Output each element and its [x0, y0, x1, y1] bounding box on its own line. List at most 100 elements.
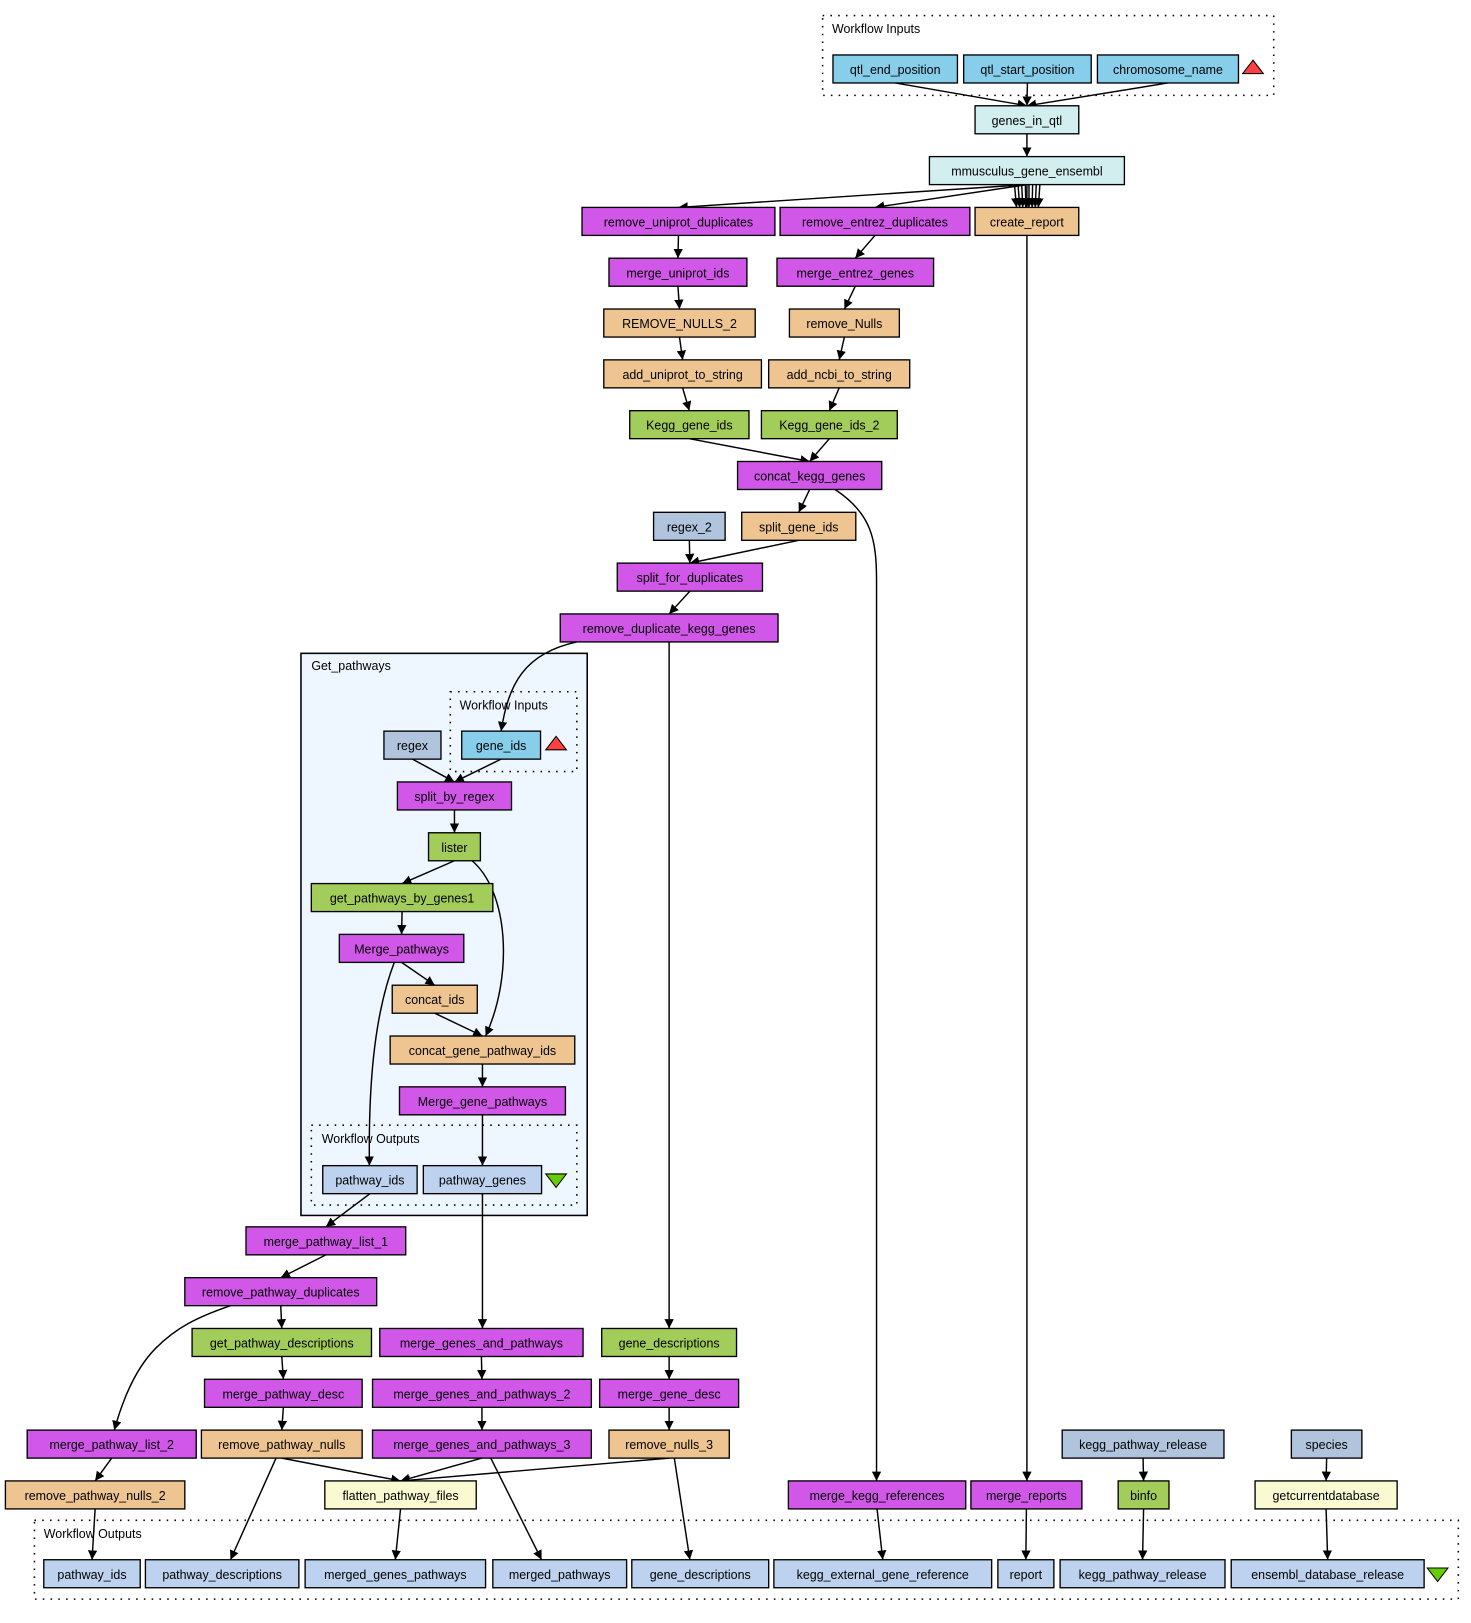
- node-box[interactable]: [26, 1429, 197, 1459]
- node-regex[interactable]: regex: [383, 730, 442, 760]
- node-box[interactable]: [383, 730, 442, 760]
- node-box[interactable]: [603, 308, 756, 338]
- node-out-gene-descriptions[interactable]: gene_descriptions: [631, 1559, 770, 1589]
- node-box[interactable]: [338, 933, 465, 964]
- node-qtl-end-position[interactable]: qtl_end_position: [832, 54, 959, 84]
- node-qtl-start-position[interactable]: qtl_start_position: [962, 54, 1092, 84]
- node-remove-duplicate-kegg-genes[interactable]: remove_duplicate_kegg_genes: [559, 613, 779, 643]
- node-box[interactable]: [1059, 1559, 1226, 1589]
- node-box[interactable]: [631, 1559, 770, 1589]
- node-out-report[interactable]: report: [997, 1559, 1055, 1589]
- node-box[interactable]: [970, 1480, 1083, 1510]
- node-merge-genes-and-pathways-2[interactable]: merge_genes_and_pathways_2: [371, 1378, 593, 1408]
- node-gene-ids[interactable]: gene_ids: [461, 730, 542, 760]
- node-merge-pathway-list-1[interactable]: merge_pathway_list_1: [245, 1226, 407, 1256]
- node-box[interactable]: [43, 1559, 141, 1589]
- node-box[interactable]: [581, 206, 776, 237]
- node-box[interactable]: [245, 1226, 407, 1256]
- node-box[interactable]: [191, 1327, 373, 1358]
- node-box[interactable]: [768, 359, 911, 389]
- node-box[interactable]: [203, 1378, 363, 1408]
- node-box[interactable]: [832, 54, 959, 84]
- node-box[interactable]: [736, 460, 883, 491]
- node-create-report[interactable]: create_report: [974, 206, 1080, 237]
- node-remove-nulls[interactable]: remove_Nulls: [788, 308, 901, 338]
- node-kegg-gene-ids[interactable]: Kegg_gene_ids: [629, 410, 750, 440]
- node-merge-pathway-list-2[interactable]: merge_pathway_list_2: [26, 1429, 197, 1459]
- node-remove-entrez-duplicates[interactable]: remove_entrez_duplicates: [779, 206, 971, 237]
- node-box[interactable]: [1061, 1429, 1225, 1459]
- node-concat-kegg-genes[interactable]: concat_kegg_genes: [736, 460, 883, 491]
- node-box[interactable]: [371, 1429, 593, 1459]
- node-split-by-regex[interactable]: split_by_regex: [396, 781, 513, 811]
- node-regex-2[interactable]: regex_2: [652, 511, 726, 541]
- node-box[interactable]: [776, 257, 935, 287]
- node-merge-gene-pathways[interactable]: Merge_gene_pathways: [398, 1086, 567, 1116]
- node-box[interactable]: [608, 257, 748, 287]
- node-sub-pathway-genes[interactable]: pathway_genes: [422, 1164, 543, 1195]
- node-split-for-duplicates[interactable]: split_for_duplicates: [616, 562, 764, 592]
- node-box[interactable]: [184, 1276, 378, 1307]
- node-get-pathways-by-genes1[interactable]: get_pathways_by_genes1: [310, 882, 494, 913]
- node-box[interactable]: [396, 781, 513, 811]
- node-concat-ids[interactable]: concat_ids: [391, 984, 478, 1014]
- node-merge-uniprot-ids[interactable]: merge_uniprot_ids: [608, 257, 748, 287]
- node-merge-entrez-genes[interactable]: merge_entrez_genes: [776, 257, 935, 287]
- node-lister[interactable]: lister: [427, 832, 482, 862]
- node-out-ensembl-database-release[interactable]: ensembl_database_release: [1230, 1559, 1425, 1589]
- node-box[interactable]: [1290, 1429, 1363, 1459]
- node-box[interactable]: [324, 1480, 477, 1510]
- node-out-kegg-external-gene-reference[interactable]: kegg_external_gene_reference: [773, 1559, 993, 1589]
- node-box[interactable]: [974, 206, 1080, 237]
- node-box[interactable]: [427, 832, 482, 862]
- node-get-pathway-descriptions[interactable]: get_pathway_descriptions: [191, 1327, 373, 1358]
- node-box[interactable]: [629, 410, 750, 440]
- node-box[interactable]: [608, 1429, 730, 1459]
- node-box[interactable]: [389, 1035, 576, 1065]
- node-gene-descriptions[interactable]: gene_descriptions: [601, 1327, 738, 1358]
- node-box[interactable]: [422, 1164, 543, 1195]
- node-chromosome-name[interactable]: chromosome_name: [1096, 54, 1240, 84]
- node-box[interactable]: [559, 613, 779, 643]
- node-box[interactable]: [779, 206, 971, 237]
- node-add-ncbi-to-string[interactable]: add_ncbi_to_string: [768, 359, 911, 389]
- node-out-pathway-ids[interactable]: pathway_ids: [43, 1559, 141, 1589]
- node-box[interactable]: [304, 1559, 487, 1589]
- node-box[interactable]: [322, 1164, 418, 1195]
- node-box[interactable]: [1230, 1559, 1425, 1589]
- node-merge-genes-and-pathways[interactable]: merge_genes_and_pathways: [379, 1327, 584, 1358]
- node-box[interactable]: [492, 1559, 628, 1589]
- node-box[interactable]: [773, 1559, 993, 1589]
- node-kegg-pathway-release-in[interactable]: kegg_pathway_release: [1061, 1429, 1225, 1459]
- node-concat-gene-pathway-ids[interactable]: concat_gene_pathway_ids: [389, 1035, 576, 1065]
- node-box[interactable]: [974, 105, 1080, 135]
- node-box[interactable]: [4, 1480, 186, 1510]
- node-merge-kegg-references[interactable]: merge_kegg_references: [787, 1480, 967, 1510]
- node-box[interactable]: [616, 562, 764, 592]
- node-merge-gene-desc[interactable]: merge_gene_desc: [598, 1378, 740, 1408]
- node-mmusculus-gene-ensembl[interactable]: mmusculus_gene_ensembl: [928, 155, 1126, 186]
- node-remove-uniprot-duplicates[interactable]: remove_uniprot_duplicates: [581, 206, 776, 237]
- node-species[interactable]: species: [1290, 1429, 1363, 1459]
- node-box[interactable]: [760, 410, 898, 440]
- node-out-pathway-descriptions[interactable]: pathway_descriptions: [144, 1559, 300, 1589]
- node-box[interactable]: [461, 730, 542, 760]
- node-merge-pathways[interactable]: Merge_pathways: [338, 933, 465, 964]
- node-remove-pathway-nulls-2[interactable]: remove_pathway_nulls_2: [4, 1480, 186, 1510]
- node-getcurrentdatabase[interactable]: getcurrentdatabase: [1254, 1480, 1398, 1510]
- node-split-gene-ids[interactable]: split_gene_ids: [741, 511, 857, 541]
- node-box[interactable]: [962, 54, 1092, 84]
- node-box[interactable]: [398, 1086, 567, 1116]
- node-box[interactable]: [788, 308, 901, 338]
- node-box[interactable]: [997, 1559, 1055, 1589]
- node-box[interactable]: [652, 511, 726, 541]
- node-box[interactable]: [310, 882, 494, 913]
- node-binfo[interactable]: binfo: [1117, 1480, 1170, 1510]
- node-sub-pathway-ids[interactable]: pathway_ids: [322, 1164, 418, 1195]
- node-merge-genes-and-pathways-3[interactable]: merge_genes_and_pathways_3: [371, 1429, 593, 1459]
- node-kegg-gene-ids-2[interactable]: Kegg_gene_ids_2: [760, 410, 898, 440]
- node-box[interactable]: [371, 1378, 593, 1408]
- node-flatten-pathway-files[interactable]: flatten_pathway_files: [324, 1480, 477, 1510]
- node-merge-pathway-desc[interactable]: merge_pathway_desc: [203, 1378, 363, 1408]
- node-box[interactable]: [928, 155, 1126, 186]
